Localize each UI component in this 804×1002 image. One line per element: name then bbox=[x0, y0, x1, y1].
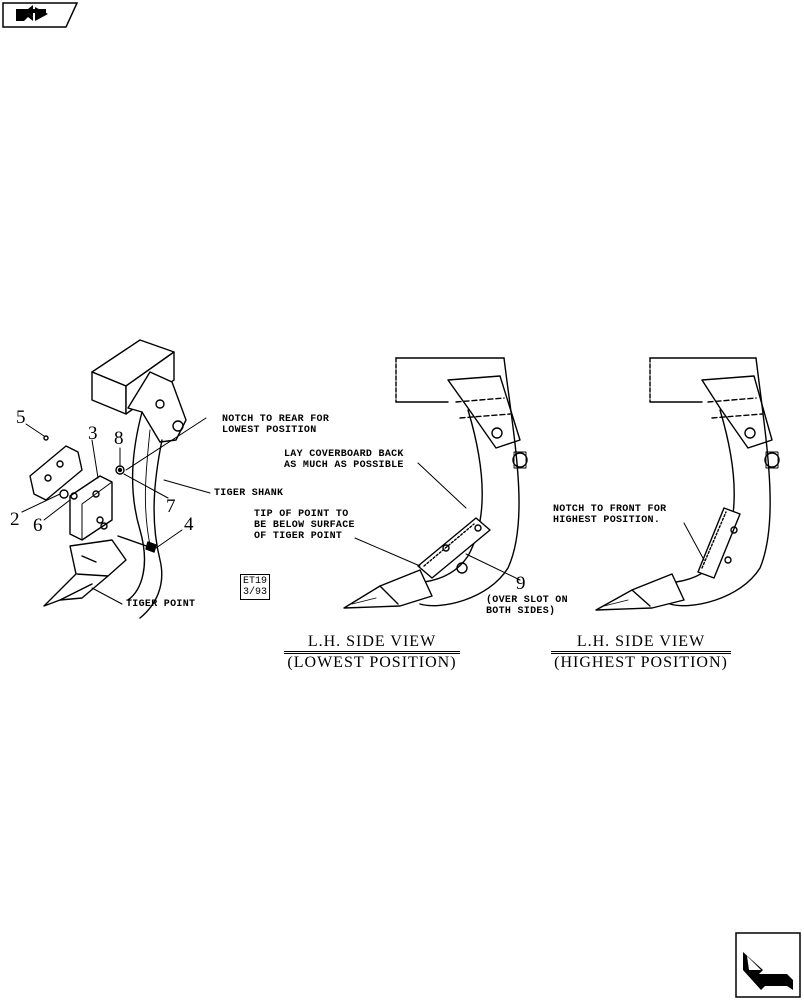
callout-7: 7 bbox=[166, 496, 176, 517]
stamp-line-2: 3/93 bbox=[243, 587, 268, 598]
book-arrow-icon[interactable] bbox=[2, 2, 79, 28]
callout-3: 3 bbox=[88, 423, 98, 444]
callout-4: 4 bbox=[184, 514, 194, 535]
tip-of-point-label: TIP OF POINT TO BE BELOW SURFACE OF TIGE… bbox=[254, 509, 355, 542]
stamp-line-1: ET19 bbox=[243, 576, 268, 587]
over-slot-label: (OVER SLOT ON BOTH SIDES) bbox=[486, 595, 568, 617]
tiger-point-label: TIGER POINT bbox=[126, 599, 196, 610]
lowest-view-title: L.H. SIDE VIEW (LOWEST POSITION) bbox=[284, 633, 460, 671]
exploded-assembly-view bbox=[21, 339, 211, 619]
lay-coverboard-label: LAY COVERBOARD BACK AS MUCH AS POSSIBLE bbox=[284, 449, 404, 471]
tiger-shank-label: TIGER SHANK bbox=[214, 488, 284, 499]
callout-6: 6 bbox=[33, 515, 43, 536]
callout-5: 5 bbox=[16, 407, 26, 428]
highest-view-title: L.H. SIDE VIEW (HIGHEST POSITION) bbox=[551, 633, 731, 671]
drawing-reference-stamp: ET19 3/93 bbox=[240, 574, 271, 600]
notch-front-label: NOTCH TO FRONT FOR HIGHEST POSITION. bbox=[553, 504, 667, 526]
callout-2: 2 bbox=[10, 509, 20, 530]
notch-rear-label: NOTCH TO REAR FOR LOWEST POSITION bbox=[222, 414, 330, 436]
lowest-view-heading: L.H. SIDE VIEW bbox=[284, 633, 460, 652]
next-page-arrow-icon[interactable] bbox=[735, 932, 801, 998]
highest-view-heading: L.H. SIDE VIEW bbox=[551, 633, 731, 652]
lowest-view-subtitle: (LOWEST POSITION) bbox=[284, 653, 460, 671]
callout-9: 9 bbox=[516, 573, 526, 594]
highest-view-subtitle: (HIGHEST POSITION) bbox=[551, 653, 731, 671]
side-view-lowest-drawing bbox=[343, 357, 528, 609]
side-view-highest-drawing bbox=[595, 357, 780, 611]
callout-8: 8 bbox=[114, 428, 124, 449]
